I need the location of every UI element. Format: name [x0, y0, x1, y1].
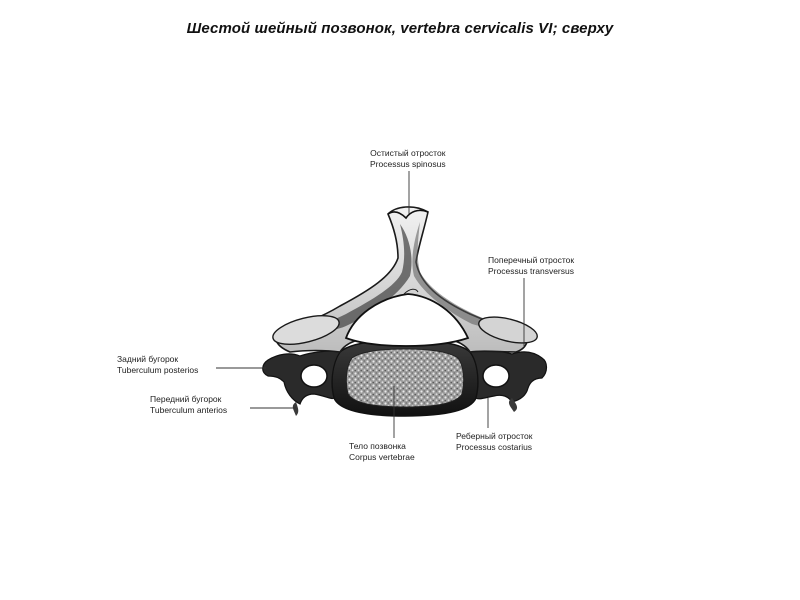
title-latin: vertebra cervicalis VI [400, 20, 553, 37]
label-vertebral-body: Тело позвонка Corpus vertebrae [349, 441, 415, 463]
label-transverse-process: Поперечный отросток Processus transversu… [488, 255, 574, 277]
label-transverse-ru: Поперечный отросток [488, 255, 575, 265]
label-costal-process: Реберный отросток Processus costarius [456, 431, 532, 453]
right-transverse-process [468, 350, 548, 412]
vertebral-body [331, 339, 479, 417]
label-anterior-tubercle-ru: Передний бугорок [150, 394, 222, 404]
title-ru: Шестой шейный позвонок, [186, 20, 401, 37]
right-transverse-foramen [482, 364, 510, 388]
label-spinous-process: Остистый отросток Processus spinosus [370, 148, 446, 170]
left-transverse-process [262, 350, 342, 416]
diagram-title: Шестой шейный позвонок, vertebra cervica… [0, 20, 800, 37]
label-anterior-tubercle-la: Tuberculum anterios [150, 405, 228, 415]
label-body-ru: Тело позвонка [349, 441, 406, 451]
left-transverse-foramen [300, 364, 328, 388]
label-spinous-ru: Остистый отросток [370, 148, 446, 158]
label-posterior-tubercle-la: Tuberculum posterios [117, 365, 199, 375]
label-costal-la: Processus costarius [456, 442, 533, 452]
left-articular-facet [272, 315, 340, 345]
label-posterior-tubercle-ru: Задний бугорок [117, 354, 179, 364]
leader-lines [216, 171, 525, 438]
label-body-la: Corpus vertebrae [349, 452, 415, 462]
label-posterior-tubercle: Задний бугорок Tuberculum posterios [117, 354, 198, 376]
vertebral-foramen [344, 293, 470, 347]
label-transverse-la: Processus transversus [488, 266, 574, 276]
right-articular-facet [478, 316, 538, 344]
label-anterior-tubercle: Передний бугорок Tuberculum anterios [150, 394, 227, 416]
label-spinous-la: Processus spinosus [370, 159, 446, 169]
vertebral-arch [272, 206, 538, 353]
title-suffix: ; сверху [552, 20, 614, 37]
label-costal-ru: Реберный отросток [456, 431, 533, 441]
